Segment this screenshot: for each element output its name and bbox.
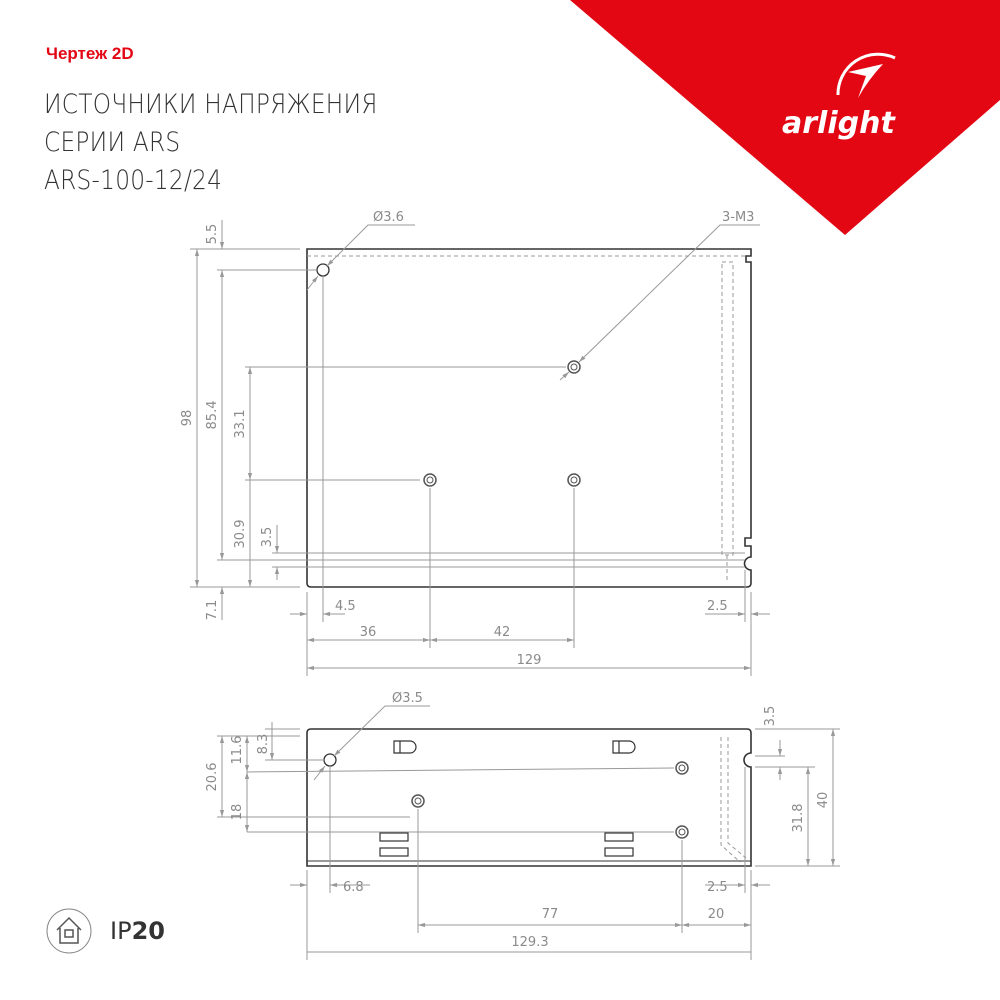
screw-holes xyxy=(423,360,581,487)
dim-2-5: 2.5 xyxy=(707,880,728,895)
callout-hole-diameter: Ø3.6 xyxy=(373,210,404,225)
dim-18: 18 xyxy=(230,804,245,821)
callout-screws: 3-M3 xyxy=(722,210,754,225)
dim-7-1: 7.1 xyxy=(205,600,220,621)
dim-77: 77 xyxy=(542,907,559,922)
dim-4-5: 4.5 xyxy=(335,599,356,614)
house-icon xyxy=(46,908,92,954)
dim-3-5: 3.5 xyxy=(763,706,778,727)
dim-20: 20 xyxy=(708,907,725,922)
page-title: ИСТОЧНИКИ НАПРЯЖЕНИЯ СЕРИИ ARS ARS-100-1… xyxy=(44,86,378,200)
dim-33-1: 33.1 xyxy=(233,410,248,439)
dim-30-9: 30.9 xyxy=(233,520,248,549)
dim-3-5: 3.5 xyxy=(260,527,275,548)
dim-36: 36 xyxy=(360,625,377,640)
ip-rating: IP20 xyxy=(110,917,165,945)
dim-5-5: 5.5 xyxy=(205,224,220,245)
arlight-logo: arlight xyxy=(570,0,1000,235)
ip-prefix: IP xyxy=(110,917,132,945)
ip-value: 20 xyxy=(131,917,165,945)
dim-2-5: 2.5 xyxy=(707,599,728,614)
title-line: ИСТОЧНИКИ НАПРЯЖЕНИЯ xyxy=(44,89,378,120)
top-view xyxy=(190,220,770,676)
title-line: СЕРИИ ARS xyxy=(44,127,181,158)
dim-42: 42 xyxy=(494,625,511,640)
dim-31-8: 31.8 xyxy=(791,804,806,833)
dim-40: 40 xyxy=(816,792,831,809)
title-line: ARS-100-12/24 xyxy=(44,165,223,196)
dim-11-6: 11.6 xyxy=(230,736,245,765)
drawing-kicker: Чертеж 2D xyxy=(46,44,134,63)
screw-holes xyxy=(411,761,689,839)
dim-129-3: 129.3 xyxy=(511,935,548,950)
dim-129: 129 xyxy=(517,653,542,668)
dim-8-3: 8.3 xyxy=(256,734,271,755)
dim-6-8: 6.8 xyxy=(343,880,364,895)
dim-85-4: 85.4 xyxy=(205,401,220,430)
vent-slots xyxy=(379,740,636,857)
side-view xyxy=(217,705,840,960)
dim-98: 98 xyxy=(180,410,195,427)
logo-text: arlight xyxy=(782,106,896,141)
dim-20-6: 20.6 xyxy=(205,763,220,792)
callout-hole-diameter: Ø3.5 xyxy=(392,691,423,706)
